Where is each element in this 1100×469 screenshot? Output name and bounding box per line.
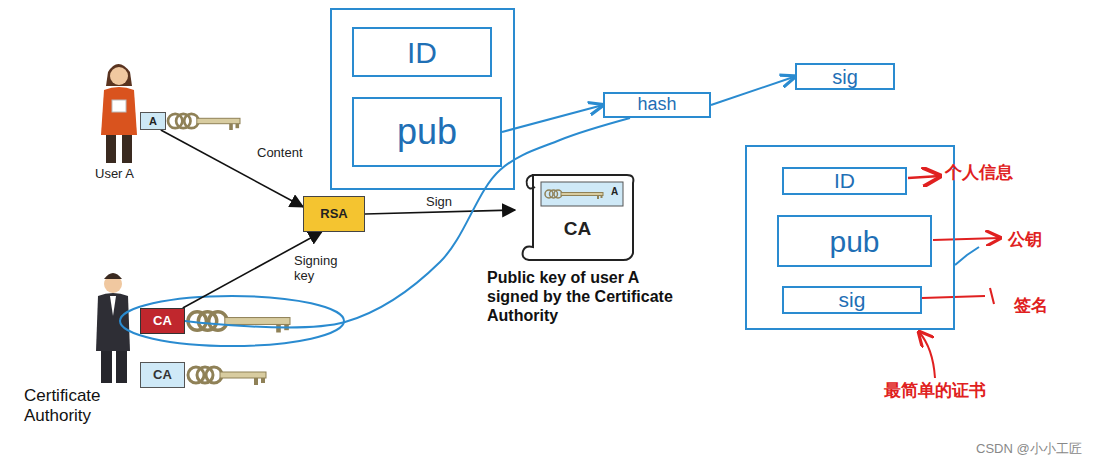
connector-arrow <box>502 105 603 132</box>
node-text: CA <box>515 219 640 240</box>
node-text: sig <box>839 288 866 311</box>
caption-note: Public key of user A signed by the Certi… <box>487 268 692 326</box>
key-drawing <box>168 114 240 130</box>
annotation: 个人信息 <box>945 163 1035 183</box>
certificate-box: ID pub sig <box>745 145 955 330</box>
highlight-ellipse <box>120 296 344 346</box>
edge-label: Content <box>255 146 305 161</box>
node-text: A <box>611 186 618 197</box>
annotation: 签名 <box>1014 296 1074 316</box>
field-box: ID <box>782 167 907 195</box>
process-box: RSA <box>303 196 365 232</box>
node-text: pub <box>829 225 879 258</box>
node-text: pub <box>397 112 457 152</box>
signature-box: sig <box>795 63 895 90</box>
figure-label: Certificate Authority <box>24 386 134 427</box>
scroll-outline <box>515 165 640 265</box>
key-tag: CA <box>140 308 185 334</box>
node-text: CA <box>153 314 172 328</box>
node-text: ID <box>834 169 855 192</box>
node-text: sig <box>832 66 858 88</box>
annotation: 最简单的证书 <box>884 381 1014 401</box>
key-tag: A <box>140 112 166 130</box>
node-text: CA <box>153 368 172 382</box>
key-tag: CA <box>140 362 185 388</box>
field-box: sig <box>782 286 922 314</box>
field-box: ID <box>352 27 492 77</box>
figure-label: User A <box>95 166 175 182</box>
node-text: A <box>149 115 157 127</box>
annotation: 公钥 <box>1008 230 1068 250</box>
certificate-scroll: A CA <box>515 165 640 265</box>
group-box: ID pub <box>330 8 515 190</box>
field-box: pub <box>352 97 502 167</box>
node-text: ID <box>407 36 437 69</box>
field-box: pub <box>777 215 932 267</box>
watermark: CSDN @小小工匠 <box>976 441 1096 457</box>
connector-arrow <box>711 77 795 106</box>
key-drawing <box>188 367 266 385</box>
key-drawing <box>545 190 603 199</box>
node-text: hash <box>637 95 676 115</box>
node-text: RSA <box>320 207 347 221</box>
connector-arrow <box>365 210 515 214</box>
connector-arrow <box>161 130 303 207</box>
hash-box: hash <box>603 92 711 118</box>
user-a-figure <box>101 64 137 163</box>
edge-label: Sign <box>424 195 454 210</box>
edge-label: Signing key <box>292 254 346 284</box>
